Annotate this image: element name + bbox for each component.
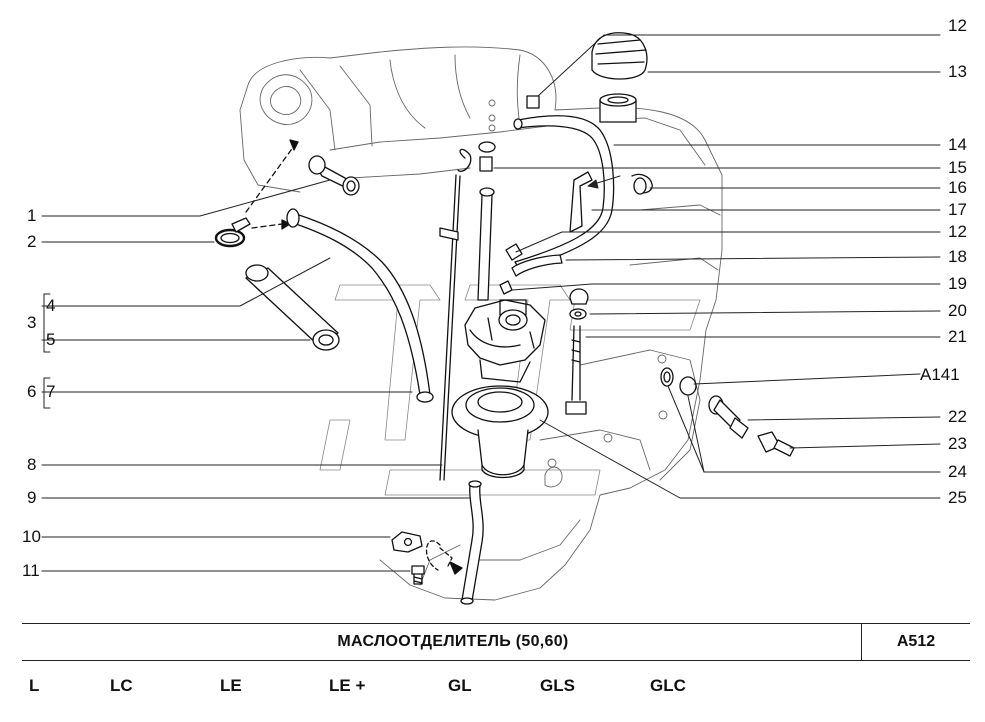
callout-13: 13 (948, 62, 967, 81)
callout-18: 18 (948, 247, 967, 266)
part-19-plug (499, 280, 513, 295)
callout-22: 22 (948, 407, 967, 426)
trim-gls: GLS (540, 676, 575, 695)
trim-gl: GL (448, 676, 472, 695)
part-7-gasket (451, 385, 549, 439)
part-4-5-bent-hose (245, 208, 434, 403)
trim-le-plus: LE + (329, 676, 366, 695)
callout-15: 15 (948, 158, 967, 177)
callout-16: 16 (948, 178, 967, 197)
part-guide-tube (477, 141, 496, 301)
part-8-cup (477, 429, 529, 479)
part-18-small-hose (511, 254, 563, 277)
part-a141-plug (679, 376, 697, 396)
engine-block-outline (239, 46, 723, 601)
callout-4: 4 (46, 296, 56, 315)
part-11-screw (411, 565, 425, 585)
part-2-hose-clamp (214, 217, 251, 248)
part-23-sensor (757, 431, 795, 457)
callout-12-lower: 12 (948, 222, 967, 241)
title-bar: МАСЛООТДЕЛИТЕЛЬ (50,60) A512 (22, 623, 970, 661)
callout-14: 14 (948, 135, 967, 154)
trim-l: L (29, 676, 40, 695)
callout-8: 8 (27, 455, 37, 474)
trim-glc: GLC (650, 676, 686, 695)
part-19-cap (569, 288, 589, 305)
part-12-cap-lower (505, 243, 523, 261)
part-10-bracket (391, 531, 423, 553)
callout-5: 5 (46, 330, 56, 349)
part-20-washer (569, 308, 587, 320)
trim-lc: LC (110, 676, 133, 695)
callout-9: 9 (27, 488, 37, 507)
trim-le: LE (220, 676, 242, 695)
callout-a141: A141 (920, 365, 960, 384)
callout-23: 23 (948, 434, 967, 453)
callout-11: 11 (22, 561, 40, 580)
callout-2: 2 (27, 232, 37, 251)
part-oil-separator-body (464, 299, 546, 383)
diagram-code: A512 (896, 633, 936, 650)
part-1-hose-sleeve (308, 155, 360, 196)
callout-12-top: 12 (948, 16, 967, 35)
part-24-washer (660, 367, 674, 387)
diagram-title: МАСЛООТДЕЛИТЕЛЬ (50,60) (337, 633, 569, 650)
callout-21: 21 (948, 327, 967, 346)
part-12-cap-upper (526, 95, 540, 109)
callout-6: 6 (27, 382, 37, 401)
callout-10: 10 (22, 527, 41, 546)
callout-1: 1 (27, 206, 37, 225)
part-21-stud (565, 325, 587, 415)
callout-20: 20 (948, 301, 967, 320)
callout-7: 7 (46, 382, 56, 401)
part-22-fitting (708, 395, 749, 439)
leader-lines (41, 34, 941, 572)
callout-17: 17 (948, 200, 967, 219)
title-divider (861, 624, 862, 660)
callout-19: 19 (948, 274, 967, 293)
part-9-drain-tube (460, 480, 484, 605)
parts (214, 32, 795, 605)
callout-3: 3 (27, 313, 37, 332)
callout-24: 24 (948, 462, 967, 481)
callout-25: 25 (948, 488, 967, 507)
part-8-dipstick (439, 148, 472, 481)
